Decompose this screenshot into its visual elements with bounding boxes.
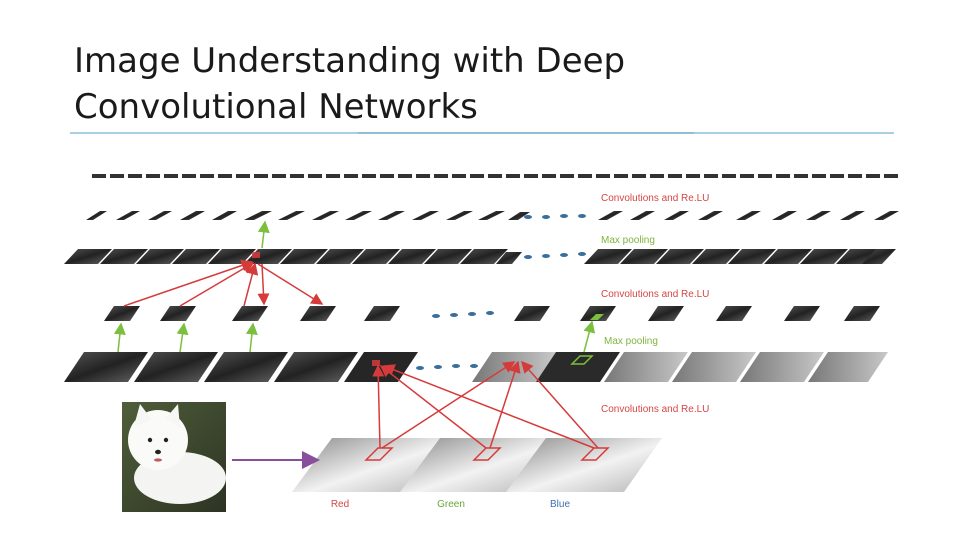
ellipsis-dots bbox=[416, 364, 478, 370]
red-channel-map bbox=[292, 438, 448, 492]
label-max-pooling-top: Max pooling bbox=[601, 235, 655, 246]
cnn-diagram: Convolutions and Re.LU Max pooling Convo… bbox=[64, 174, 900, 512]
conv2-feature-maps bbox=[104, 306, 880, 321]
label-conv-relu-top: Convolutions and Re.LU bbox=[601, 193, 709, 204]
pool-window-green bbox=[590, 314, 604, 320]
conv-window bbox=[372, 360, 380, 366]
pool-window-green-2 bbox=[570, 355, 594, 365]
label-conv-relu-bottom: Convolutions and Re.LU bbox=[601, 404, 709, 415]
label-conv-relu-middle: Convolutions and Re.LU bbox=[601, 289, 709, 300]
conv-arrows-layer1 bbox=[372, 360, 599, 449]
input-channel-maps bbox=[292, 438, 662, 492]
conv1-feature-maps bbox=[64, 352, 888, 382]
title-line-2: Convolutional Networks bbox=[74, 87, 478, 127]
ellipsis-dots bbox=[524, 214, 586, 219]
dog-photo bbox=[122, 402, 226, 512]
title-underline-accent bbox=[358, 132, 694, 134]
channel-label-red: Red bbox=[331, 499, 349, 510]
pool-arrow-up bbox=[257, 220, 270, 249]
ellipsis-dots bbox=[524, 252, 586, 259]
label-max-pooling-bottom: Max pooling bbox=[604, 336, 658, 347]
channel-label-green: Green bbox=[437, 499, 465, 510]
pool2-feature-maps bbox=[64, 249, 896, 264]
pool-window bbox=[252, 252, 260, 258]
conv3-feature-maps bbox=[86, 211, 899, 220]
title-line-1: Image Understanding with Deep bbox=[74, 41, 626, 81]
ellipsis-dots bbox=[432, 311, 494, 318]
page-title: Image Understanding with Deep Convolutio… bbox=[74, 38, 834, 130]
channel-label-blue: Blue bbox=[550, 499, 570, 510]
blue-channel-map bbox=[506, 438, 662, 492]
pool-arrows-layer1 bbox=[113, 320, 596, 353]
conv-arrows-layer2 bbox=[123, 259, 324, 307]
